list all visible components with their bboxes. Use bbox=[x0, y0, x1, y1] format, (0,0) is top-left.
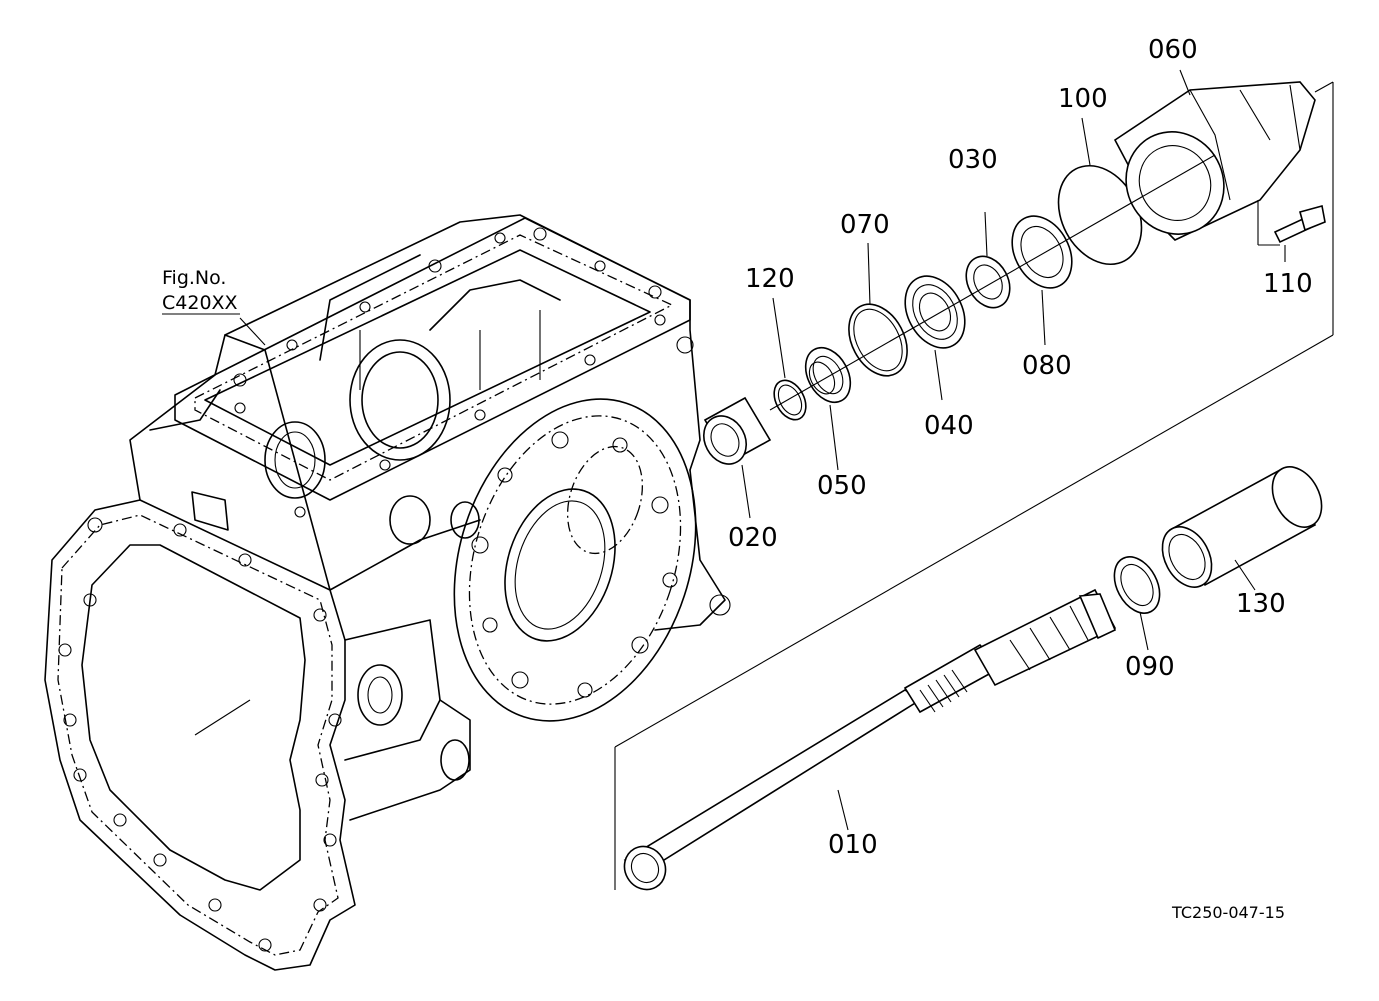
part-label-080: 080 bbox=[1022, 351, 1072, 381]
part-label-040: 040 bbox=[924, 411, 974, 441]
assembly-bracket bbox=[614, 81, 1334, 890]
shaft-010 bbox=[623, 588, 1117, 891]
part-label-010: 010 bbox=[828, 830, 878, 860]
washer-090 bbox=[1113, 556, 1161, 614]
part-label-030: 030 bbox=[948, 145, 998, 175]
part-label-100: 100 bbox=[1058, 84, 1108, 114]
snap-ring-120 bbox=[773, 379, 807, 421]
bolt-110 bbox=[1273, 204, 1326, 244]
oil-seal-050 bbox=[804, 346, 852, 404]
part-label-110: 110 bbox=[1263, 269, 1313, 299]
part-label-050: 050 bbox=[817, 471, 867, 501]
figure-ref-line2: C420XX bbox=[162, 292, 238, 314]
part-label-090: 090 bbox=[1125, 652, 1175, 682]
figure-ref-line1: Fig.No. bbox=[162, 267, 226, 289]
drawing-code: TC250-047-15 bbox=[1171, 903, 1285, 922]
part-label-060: 060 bbox=[1148, 35, 1198, 65]
needle-bearing-020 bbox=[702, 396, 772, 465]
cover-060 bbox=[1113, 81, 1316, 241]
part-label-070: 070 bbox=[840, 210, 890, 240]
leader-lines bbox=[239, 69, 1286, 831]
ball-bearing-040 bbox=[904, 275, 966, 349]
oil-seal-080 bbox=[1011, 215, 1073, 289]
collar-030 bbox=[965, 255, 1011, 309]
sleeve-130 bbox=[1161, 466, 1323, 588]
part-label-130: 130 bbox=[1236, 589, 1286, 619]
transmission-case bbox=[44, 214, 731, 971]
part-label-020: 020 bbox=[728, 523, 778, 553]
internal-circlip-070 bbox=[848, 303, 908, 377]
part-label-120: 120 bbox=[745, 264, 795, 294]
